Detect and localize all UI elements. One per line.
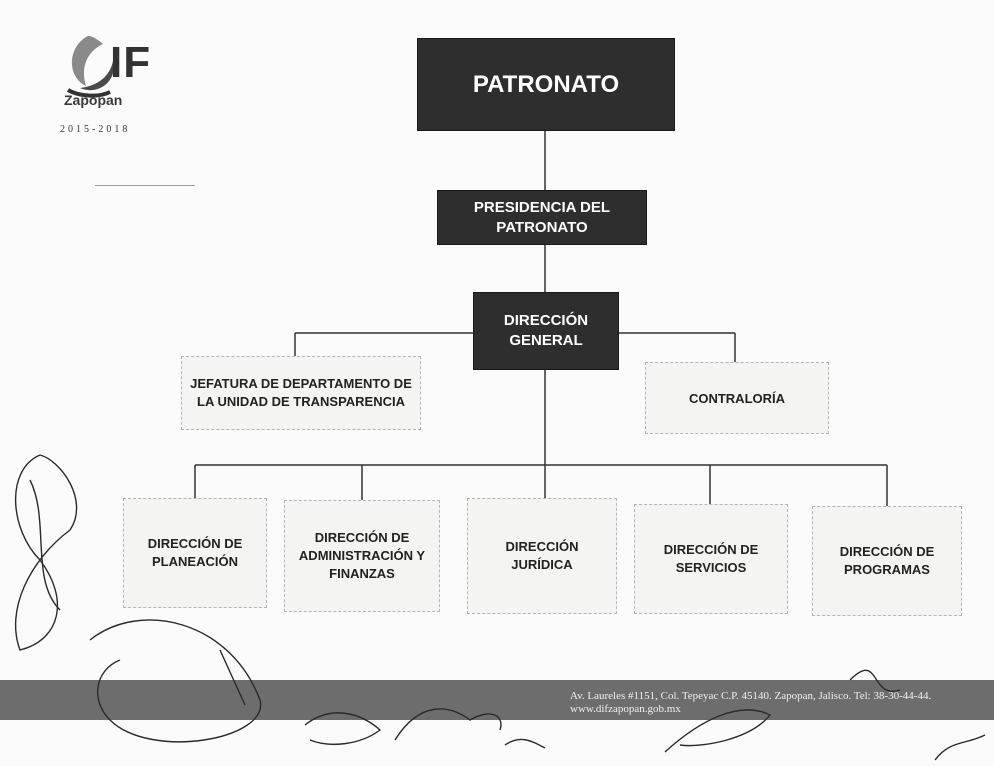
logo-years: 2015-2018 [60,124,131,135]
logo-org: IF [110,38,152,87]
node-programas-label: DIRECCIÓN DE PROGRAMAS [839,544,935,577]
node-administracion-label: DIRECCIÓN DE ADMINISTRACIÓN Y FINANZAS [298,530,426,581]
node-jefatura: JEFATURA DE DEPARTAMENTO DE LA UNIDAD DE… [181,356,421,430]
divider [95,185,195,186]
node-juridica: DIRECCIÓN JURÍDICA [467,498,617,614]
logo-city: Zapopan [64,92,123,108]
node-patronato-label: PATRONATO [472,70,620,98]
node-planeacion: DIRECCIÓN DE PLANEACIÓN [123,498,267,608]
node-direccion-general: DIRECCIÓN GENERAL [473,292,619,370]
node-presidencia-label: PRESIDENCIA DEL PATRONATO [473,198,611,236]
footer-band [0,680,994,720]
node-contraloria-label: CONTRALORÍA [688,390,786,406]
node-direccion-general-label: DIRECCIÓN GENERAL [503,312,589,349]
node-servicios: DIRECCIÓN DE SERVICIOS [634,504,788,614]
node-patronato: PATRONATO [417,38,675,131]
node-presidencia: PRESIDENCIA DEL PATRONATO [437,190,647,245]
node-administracion: DIRECCIÓN DE ADMINISTRACIÓN Y FINANZAS [284,500,440,612]
dif-logo-icon [66,36,114,98]
node-juridica-label: DIRECCIÓN JURÍDICA [505,539,579,572]
node-programas: DIRECCIÓN DE PROGRAMAS [812,506,962,616]
node-planeacion-label: DIRECCIÓN DE PLANEACIÓN [147,536,243,569]
node-contraloria: CONTRALORÍA [645,362,829,434]
node-servicios-label: DIRECCIÓN DE SERVICIOS [663,542,759,575]
node-jefatura-label: JEFATURA DE DEPARTAMENTO DE LA UNIDAD DE… [190,376,412,409]
footer-address: Av. Laureles #1151, Col. Tepeyac C.P. 45… [570,690,932,715]
